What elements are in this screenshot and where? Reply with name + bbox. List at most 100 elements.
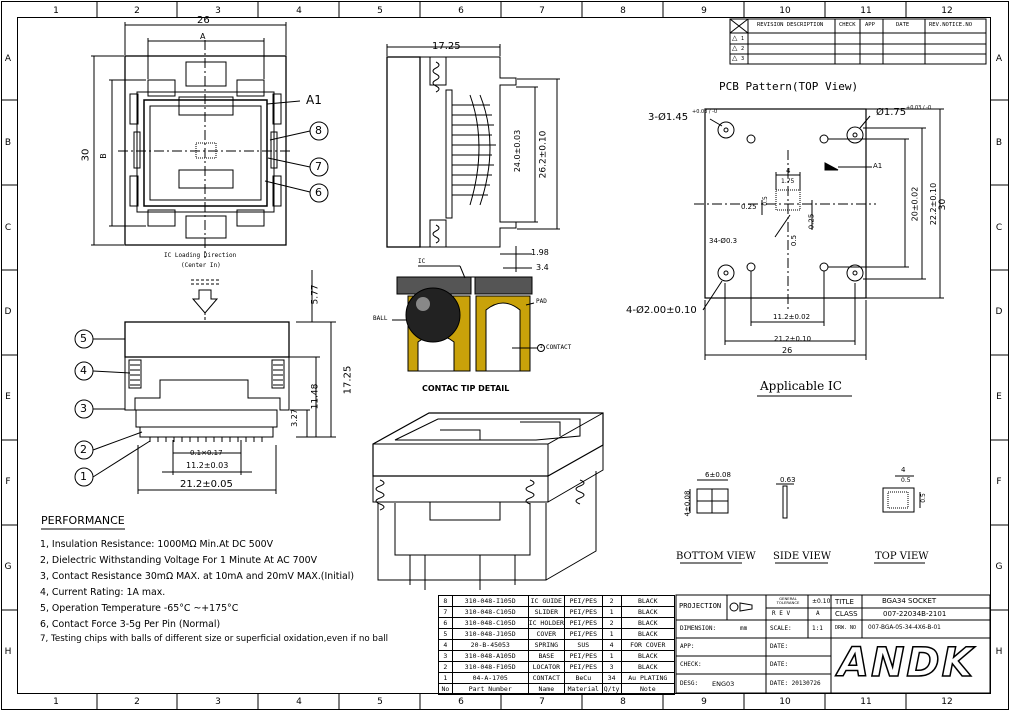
contact-detail-drawing [392, 265, 545, 372]
callout-8: 8 [315, 124, 322, 137]
bom-cell: 1 [601, 650, 622, 662]
label-contact-number: 1 [539, 344, 543, 350]
row-label: A [4, 53, 12, 64]
top-view-label: TOP VIEW [875, 551, 929, 562]
performance-item: 4, Current Rating: 1A max. [40, 587, 166, 598]
label-ball: BALL [373, 315, 388, 322]
bom-cell: Name [527, 683, 565, 695]
row-label: B [995, 137, 1003, 148]
desg-label: DESG: [680, 680, 699, 687]
bom-cell: PEI/PES [563, 617, 603, 629]
app-date-label: DATE: [770, 643, 789, 650]
bom-cell: 1 [601, 606, 622, 618]
pcb-title: PCB Pattern(TOP View) [719, 80, 859, 93]
pcb-pattern-drawing [694, 108, 944, 360]
col-label: 5 [377, 697, 383, 707]
dim-small-holes-tol: +0.03 / -0 [692, 109, 718, 115]
bom-cell: FOR COVER [620, 639, 676, 651]
dim-0-25b: 0.25 [807, 213, 816, 230]
check-date-label: DATE: [770, 661, 789, 668]
col-label: 4 [296, 6, 302, 16]
performance-item: 3, Contact Resistance 30mΩ MAX. at 10mA … [40, 571, 355, 582]
bom-cell: IC GUIDE [527, 595, 565, 607]
col-label: 4 [296, 697, 302, 707]
bom-cell: 34 [601, 672, 622, 684]
desg-value: ENG03 [712, 680, 735, 688]
desg-date: DATE: 20130726 [770, 680, 821, 687]
col-label: 3 [215, 697, 221, 707]
dim-21-2: 21.2±0.05 [180, 479, 233, 490]
top-dim-0-5b: 0.5 [919, 493, 927, 503]
dim-24: 24.0±0.03 [513, 129, 523, 173]
bom-cell: 4 [601, 639, 622, 651]
bom-cell: 20-B-45053 [451, 639, 529, 651]
bottom-view-label: BOTTOM VIEW [676, 551, 756, 562]
performance-item: 2, Dielectric Withstanding Voltage For 1… [40, 555, 317, 566]
rev-header: CHECK [839, 22, 856, 28]
dim-3-4: 3.4 [536, 263, 549, 272]
side-view-drawing [386, 44, 560, 272]
row-label: D [995, 306, 1003, 317]
class-label: CLASS [835, 610, 858, 618]
bom-cell: PEI/PES [563, 628, 603, 640]
applicable-ic-drawing [680, 395, 925, 564]
row-label: H [995, 646, 1003, 657]
col-label: 11 [860, 6, 872, 16]
dim-30: 30 [80, 148, 92, 162]
dim-1-98: 1.98 [531, 248, 549, 257]
row-label: C [4, 222, 12, 233]
revision-block-lines [729, 18, 987, 65]
bom-cell: 4 [438, 639, 453, 651]
row-label: A [995, 53, 1003, 64]
title-value: BGA34 SOCKET [882, 597, 937, 605]
row-label: E [5, 391, 11, 402]
dim-a: A [200, 32, 206, 41]
check-label: CHECK: [680, 661, 702, 668]
dim-large-holes: 4-Ø2.00±0.10 [626, 305, 697, 316]
bom-cell: SUS [563, 639, 603, 651]
bom-cell: 1 [601, 628, 622, 640]
dim-big-hole: Ø1.75 [876, 107, 907, 118]
row-label: D [4, 306, 12, 317]
bottom-dim: 6±0.08 [705, 471, 731, 479]
dim-17-25: 17.25 [432, 41, 461, 52]
col-label: 10 [779, 6, 791, 16]
rev-label: R E V [772, 610, 791, 617]
bom-cell: 310-048-I105D [451, 595, 529, 607]
dim-21-2-pcb: 21.2±0.10 [774, 335, 812, 343]
label-ic: IC [418, 258, 426, 265]
dim-pitch: 0.1×0.17 [190, 449, 223, 457]
column-ticks [96, 2, 907, 709]
col-label: 8 [620, 6, 626, 16]
rev-header: APP [865, 22, 875, 28]
applicable-ic-title: Applicable IC [760, 379, 842, 393]
col-label: 10 [779, 697, 791, 707]
performance-item: 7, Testing chips with balls of different… [40, 634, 389, 644]
col-label: 12 [941, 697, 953, 707]
col-label: 7 [539, 697, 545, 707]
bom-cell: 8 [438, 595, 453, 607]
label-contact: CONTACT [546, 344, 572, 351]
col-label: 6 [458, 697, 464, 707]
dimension-label: DIMENSION: [680, 625, 717, 632]
col-label: 12 [941, 6, 953, 16]
dim-small-holes: 3-Ø1.45 [648, 112, 689, 123]
top-view-drawing [91, 22, 329, 314]
bom-cell: BLACK [620, 661, 676, 673]
bom-cell: SPRING [527, 639, 565, 651]
bom-cell: CONTACT [527, 672, 565, 684]
bom-cell: PEI/PES [563, 606, 603, 618]
bom-cell: BLACK [620, 650, 676, 662]
callout-1: 1 [80, 470, 87, 483]
bom-cell: COVER [527, 628, 565, 640]
bom-cell: BeCu [563, 672, 603, 684]
bom-cell: Part Number [451, 683, 529, 695]
pcb-pin-a1: A1 [873, 162, 883, 170]
bom-cell: 2 [601, 595, 622, 607]
col-label: 5 [377, 6, 383, 16]
